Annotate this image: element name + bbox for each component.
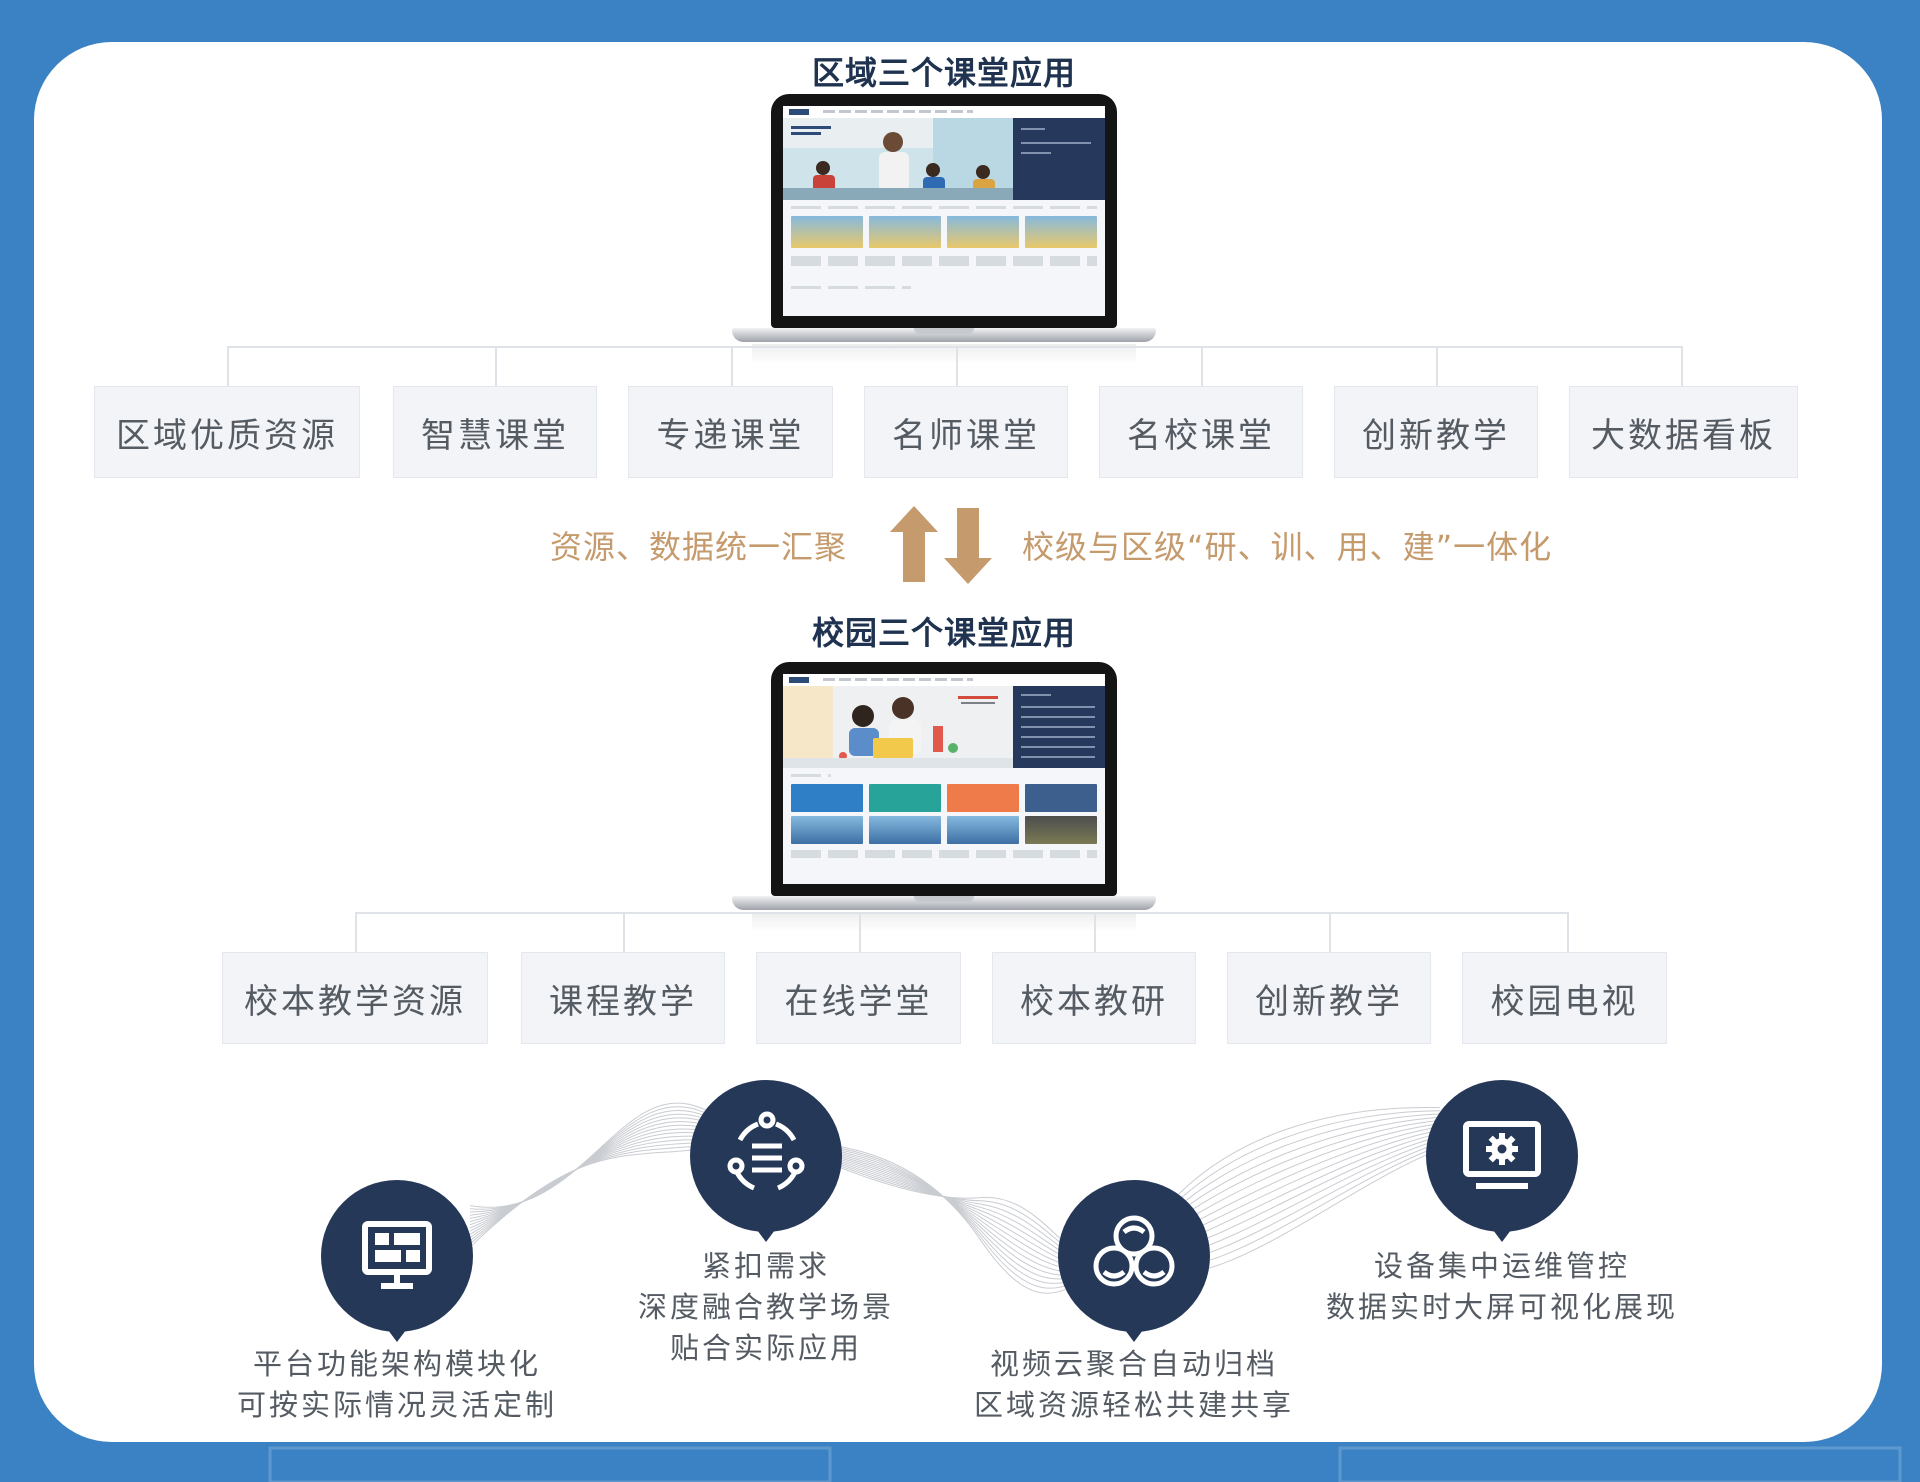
campus-module-online-school: 在线学堂 [756, 952, 961, 1044]
wave-line [469, 1106, 1441, 1265]
feature-text-2: 紧扣需求 深度融合教学场景 贴合实际应用 [536, 1246, 996, 1369]
wave-line [469, 1109, 1441, 1265]
regional-module-quality-resources: 区域优质资源 [94, 386, 360, 478]
regional-module-delivery-classroom: 专递课堂 [628, 386, 833, 478]
bidirectional-arrows [890, 506, 992, 584]
wave-line [469, 1113, 1441, 1266]
feature-text-3: 视频云聚合自动归档 区域资源轻松共建共享 [904, 1344, 1364, 1426]
up-arrow-label: 资源、数据统一汇聚 [550, 528, 848, 566]
campus-title: 校园三个课堂应用 [811, 614, 1076, 652]
campus-module-course-teaching: 课程教学 [521, 952, 725, 1044]
monitor-settings-icon [1463, 1121, 1541, 1189]
regional-screen-preview [783, 106, 1105, 316]
feature-2-line-3: 贴合实际应用 [669, 1331, 862, 1365]
feature-4-line-1: 设备集中运维管控 [1373, 1249, 1630, 1283]
regional-connector-bar [227, 346, 1683, 348]
campus-laptop [732, 662, 1156, 934]
feature-text-4: 设备集中运维管控 数据实时大屏可视化展现 [1272, 1246, 1732, 1328]
regional-module-smart-classroom: 智慧课堂 [393, 386, 597, 478]
regional-laptop [732, 94, 1156, 366]
wave-line [469, 1117, 1441, 1267]
feature-pin-1 [321, 1180, 473, 1342]
campus-module-campus-tv: 校园电视 [1462, 952, 1667, 1044]
down-arrow-icon [944, 508, 992, 584]
wave-line [469, 1132, 1441, 1273]
feature-1-line-1: 平台功能架构模块化 [252, 1347, 541, 1381]
feature-pin-4 [1426, 1080, 1578, 1242]
feature-2-line-2: 深度融合教学场景 [637, 1290, 894, 1324]
list-cycle-icon [727, 1111, 805, 1191]
wave-line [469, 1141, 1441, 1289]
regional-module-big-data-dashboard: 大数据看板 [1569, 386, 1798, 478]
feature-pin-3 [1058, 1180, 1210, 1342]
regional-module-famous-school-classroom: 名校课堂 [1099, 386, 1303, 478]
regional-module-master-teacher-classroom: 名师课堂 [864, 386, 1068, 478]
feature-pin-2 [690, 1080, 842, 1242]
wave-line [469, 1102, 1441, 1264]
feature-3-line-2: 区域资源轻松共建共享 [973, 1388, 1294, 1422]
down-arrow-label: 校级与区级“研、训、用、建”一体化 [1022, 528, 1553, 566]
feature-text-1: 平台功能架构模块化 可按实际情况灵活定制 [167, 1344, 627, 1426]
regional-title: 区域三个课堂应用 [811, 54, 1076, 92]
campus-screen-preview [783, 674, 1105, 884]
campus-module-school-resources: 校本教学资源 [222, 952, 488, 1044]
feature-2-line-1: 紧扣需求 [701, 1249, 830, 1283]
wave-line [469, 1124, 1441, 1269]
parent-child-photo [783, 686, 1013, 768]
feature-1-line-2: 可按实际情况灵活定制 [236, 1388, 557, 1422]
campus-module-innovative-teaching: 创新教学 [1227, 952, 1431, 1044]
regional-module-innovative-teaching: 创新教学 [1334, 386, 1538, 478]
wave-line [469, 1139, 1441, 1280]
feature-4-line-2: 数据实时大屏可视化展现 [1325, 1290, 1678, 1324]
wave-line [469, 1141, 1441, 1284]
wave-line [469, 1121, 1441, 1268]
campus-connector-bar [355, 912, 1569, 914]
wave-line [469, 1128, 1441, 1271]
classroom-photo [783, 118, 1013, 200]
up-arrow-icon [890, 506, 938, 582]
wave-line [469, 1141, 1441, 1294]
cloud-cluster-icon [1093, 1215, 1175, 1287]
campus-module-school-research: 校本教研 [992, 952, 1196, 1044]
wave-line [469, 1135, 1441, 1276]
dashboard-icon [362, 1221, 432, 1289]
feature-3-line-1: 视频云聚合自动归档 [989, 1347, 1278, 1381]
